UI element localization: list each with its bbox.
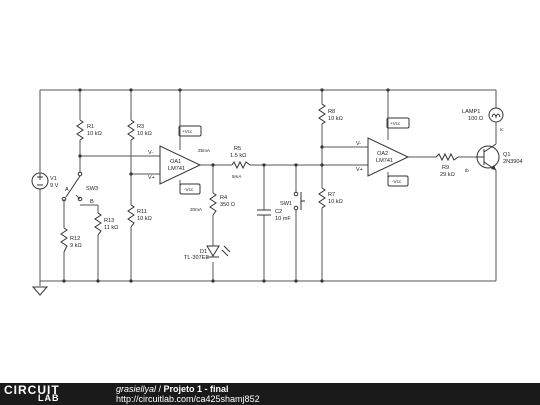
- wire-network: [39, 89, 497, 286]
- r4-label: R4: [220, 195, 227, 201]
- oa1-in-neg: V-: [148, 150, 153, 156]
- r5-value: 1.5 kΩ: [230, 153, 246, 159]
- r9-label: R9: [442, 165, 449, 171]
- circuit-title[interactable]: Projeto 1 - final: [163, 384, 229, 394]
- q1-label: Q1: [503, 152, 510, 158]
- r4-resistor[interactable]: R4 350 Ω: [209, 192, 235, 216]
- lamp1-value: 100 Ω: [468, 116, 483, 122]
- r13-label: R13: [104, 218, 114, 224]
- v1-value: 9 V: [50, 183, 59, 189]
- r5-label: R5: [234, 146, 241, 152]
- r9-resistor[interactable]: R9 29 kΩ: [435, 152, 459, 178]
- current-oa1-out: 25mA: [198, 148, 211, 153]
- oa1-vcc-neg: -Vcc: [184, 187, 194, 192]
- sw3-label: SW3: [86, 186, 98, 192]
- circuitlab-logo[interactable]: CIRCUIT LAB: [4, 384, 90, 404]
- junction-dots: [62, 88, 390, 283]
- oa2-in-neg: V-: [356, 141, 361, 147]
- r1-label: R1: [87, 124, 94, 130]
- r13-value: 11 kΩ: [104, 225, 118, 231]
- sw1-switch[interactable]: SW1: [280, 191, 305, 211]
- r13-resistor[interactable]: R13 11 kΩ: [94, 212, 118, 236]
- oa2-part: LM741: [376, 158, 393, 164]
- c2-value: 10 mF: [275, 216, 291, 222]
- r11-resistor[interactable]: R11 10 kΩ: [127, 204, 152, 228]
- byline: grasiellyal / Projeto 1 - final: [116, 384, 229, 394]
- oa1-vcc-pos: +Vcc: [182, 129, 193, 134]
- q1-part: 2N3904: [503, 159, 523, 165]
- sw3-pos-a: A: [65, 187, 69, 193]
- r4-value: 350 Ω: [220, 202, 235, 208]
- d1-led[interactable]: D1 TL-307EE: [184, 245, 231, 261]
- sw1-label: SW1: [280, 201, 292, 207]
- sw3-switch[interactable]: SW3 A B: [61, 171, 98, 205]
- r3-resistor[interactable]: R3 10 kΩ: [127, 119, 152, 141]
- d1-label: D1: [200, 249, 207, 255]
- current-ic: Ic: [500, 127, 504, 132]
- r11-label: R11: [137, 209, 147, 215]
- lamp1[interactable]: LAMP1 100 Ω: [462, 107, 504, 123]
- oa2-label: OA2: [377, 151, 388, 157]
- oa2-vcc-neg: -Vcc: [392, 179, 402, 184]
- sw3-pos-b: B: [90, 199, 94, 205]
- v1-label: V1: [50, 176, 57, 182]
- byline-separator: /: [156, 384, 164, 394]
- r7-value: 10 kΩ: [328, 199, 343, 205]
- r12-value: 9 kΩ: [70, 243, 82, 249]
- ground-symbol: [31, 286, 49, 296]
- r11-value: 10 kΩ: [137, 216, 152, 222]
- oa1-label: OA1: [170, 159, 181, 165]
- r1-value: 10 kΩ: [87, 131, 102, 137]
- r1-resistor[interactable]: R1 10 kΩ: [76, 119, 102, 141]
- current-r4: 20mA: [190, 207, 203, 212]
- circuit-url[interactable]: http://circuitlab.com/ca425shamj852: [116, 394, 260, 404]
- author-name[interactable]: grasiellyal: [116, 384, 157, 394]
- r8-value: 10 kΩ: [328, 116, 343, 122]
- current-r5: 5mA: [232, 174, 242, 179]
- r8-label: R8: [328, 109, 335, 115]
- oa2-vcc-pos: +Vcc: [390, 121, 401, 126]
- logo-word-circuit: CIRCUIT: [4, 383, 60, 397]
- oa1-in-pos: V+: [148, 175, 155, 181]
- oa2-opamp[interactable]: OA2 LM741 V- V+ +Vcc -Vcc: [356, 117, 410, 187]
- r7-resistor[interactable]: R7 10 kΩ: [318, 187, 343, 209]
- v1-voltage-source[interactable]: V1 9 V: [31, 172, 59, 190]
- r3-label: R3: [137, 124, 144, 130]
- lamp1-label: LAMP1: [462, 109, 480, 115]
- r3-value: 10 kΩ: [137, 131, 152, 137]
- d1-part: TL-307EE: [184, 255, 209, 261]
- r8-resistor[interactable]: R8 10 kΩ: [318, 103, 343, 125]
- oa1-opamp[interactable]: OA1 LM741 V- V+ +Vcc -Vcc: [148, 125, 202, 195]
- r12-label: R12: [70, 236, 80, 242]
- r12-resistor[interactable]: R12 9 kΩ: [60, 227, 82, 253]
- oa2-in-pos: V+: [356, 167, 363, 173]
- r9-value: 29 kΩ: [440, 172, 455, 178]
- c2-label: C2: [275, 209, 282, 215]
- schematic-canvas: V1 9 V SW3 A B R1 10 kΩ R3 10 kΩ R11 10 …: [31, 88, 523, 296]
- r5-resistor[interactable]: R5 1.5 kΩ: [230, 146, 251, 170]
- r7-label: R7: [328, 192, 335, 198]
- footer-bar: CIRCUIT LAB grasiellyal / Projeto 1 - fi…: [0, 383, 540, 405]
- q1-transistor[interactable]: Q1 2N3904 Ib Ic: [465, 127, 523, 173]
- logo-word-lab: LAB: [38, 393, 60, 403]
- oa1-part: LM741: [168, 166, 185, 172]
- current-ib: Ib: [465, 168, 469, 173]
- c2-capacitor[interactable]: C2 10 mF: [257, 209, 291, 222]
